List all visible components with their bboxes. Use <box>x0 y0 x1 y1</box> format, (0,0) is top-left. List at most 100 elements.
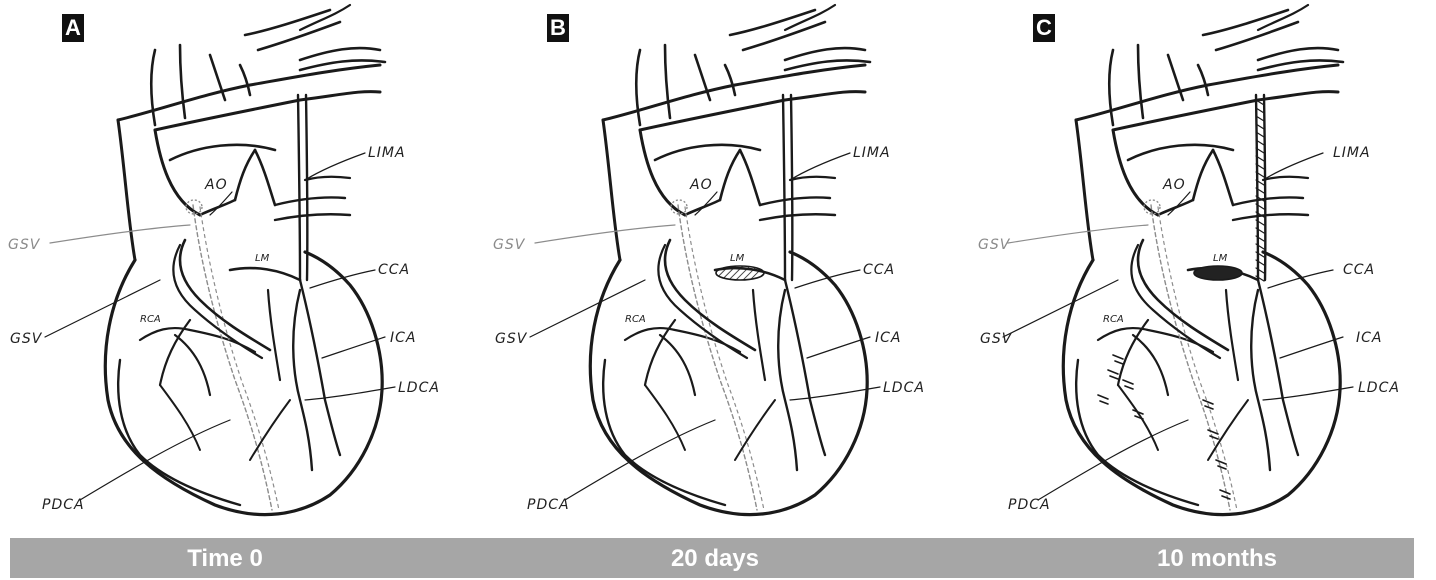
aorta-left-wall <box>1076 120 1093 260</box>
pulm-artery-r3 <box>790 177 835 180</box>
pulm-artery-r2 <box>760 214 835 220</box>
ica-leader <box>807 337 870 358</box>
pulmonary-top <box>300 48 380 60</box>
rca-branch-2 <box>175 335 210 395</box>
label-cca: CCA <box>378 262 410 278</box>
ica-leader <box>1280 337 1343 358</box>
lima-graft-edge <box>791 95 792 280</box>
lima-graft-edge <box>1264 95 1265 280</box>
pulm-artery-r2 <box>1233 214 1308 220</box>
label-ao: AO <box>1163 177 1186 193</box>
pulm-artery-r1 <box>760 197 830 205</box>
lm-stent-icon <box>716 266 764 280</box>
diagonal-branch <box>1226 290 1238 380</box>
carotid-right <box>240 65 250 95</box>
heart-inner-left <box>118 360 240 505</box>
label-cca: CCA <box>1343 262 1375 278</box>
pulm-trunk-right <box>255 150 275 205</box>
label-ldca: LDCA <box>883 380 925 396</box>
subclavian-mid <box>743 22 825 50</box>
aorta-inner-wall <box>640 130 685 215</box>
pulm-artery-r2 <box>275 214 350 220</box>
pdca-leader <box>80 420 230 500</box>
pulm-artery-r3 <box>305 177 350 180</box>
heart-inner-left <box>1076 360 1198 505</box>
label-ao: AO <box>205 177 228 193</box>
label-lima: LIMA <box>368 145 406 161</box>
atrial-border <box>140 328 255 352</box>
rca-vessel-inner <box>173 245 262 358</box>
label-gsv-graft: GSV <box>978 237 1010 253</box>
carotid-right <box>725 65 735 95</box>
carotid-right <box>1198 65 1208 95</box>
lima-graft-edge <box>306 95 307 280</box>
gsv-vessel-leader <box>530 280 645 337</box>
rca-branch-3 <box>645 385 685 450</box>
label-pdca: PDCA <box>527 497 570 513</box>
rca-vessel-inner <box>1131 245 1220 358</box>
label-gsv-graft: GSV <box>8 237 40 253</box>
rca-branch-2 <box>660 335 695 395</box>
label-ica: ICA <box>875 330 901 346</box>
heart-outline <box>590 252 867 515</box>
label-lm: LM <box>1213 253 1227 264</box>
timepoint-label: Time 0 <box>10 538 440 578</box>
aortic-arch-bottom <box>1113 92 1338 130</box>
brachiocephalic-right <box>180 45 185 118</box>
aorta-left-wall <box>603 120 620 260</box>
label-gsv-vessel: GSV <box>495 331 527 347</box>
label-rca: RCA <box>625 314 646 325</box>
label-lm: LM <box>255 253 269 264</box>
label-rca: RCA <box>1103 314 1124 325</box>
label-lima: LIMA <box>1333 145 1371 161</box>
brachiocephalic-right <box>1138 45 1143 118</box>
label-gsv-vessel: GSV <box>980 331 1012 347</box>
label-ao: AO <box>690 177 713 193</box>
myocardial-lesion-mark <box>1123 380 1133 389</box>
atrial-border <box>625 328 740 352</box>
pdca-leader <box>565 420 715 500</box>
subclavian-mid <box>1216 22 1298 50</box>
pdca-leader <box>1038 420 1188 500</box>
heart-inner-left <box>603 360 725 505</box>
gsv-graft-leader <box>50 225 190 243</box>
timepoint-label: 10 months <box>1020 538 1414 578</box>
gsv-graft-edge <box>685 207 764 510</box>
timeline-bar: Time 0 20 days 10 months <box>10 538 1414 578</box>
pulm-trunk-right <box>1213 150 1233 205</box>
brachiocephalic-left <box>151 50 155 125</box>
panel-c: C AO LIMA GSV LM CCA GSV RCA ICA LDCA PD… <box>958 0 1436 530</box>
aorta-inner-wall <box>155 130 200 215</box>
pulmonary-top <box>1258 48 1338 60</box>
label-ica: ICA <box>390 330 416 346</box>
atrial-border <box>1098 328 1213 352</box>
subclavian-mid <box>258 22 340 50</box>
pulm-artery-r1 <box>1233 197 1303 205</box>
panel-a: A AO LIMA GSV LM CCA GSV RCA ICA LDCA PD… <box>0 0 478 530</box>
aorta-left-wall <box>118 120 135 260</box>
label-cca: CCA <box>863 262 895 278</box>
label-ldca: LDCA <box>1358 380 1400 396</box>
label-lm: LM <box>730 253 744 264</box>
brachiocephalic-right <box>665 45 670 118</box>
lm-vessel <box>230 268 300 280</box>
label-pdca: PDCA <box>42 497 85 513</box>
myocardial-lesion-mark <box>1108 370 1118 379</box>
aortic-arch-bottom <box>155 92 380 130</box>
lm-stent-icon <box>1194 266 1242 280</box>
myocardial-lesion-mark <box>1098 395 1108 404</box>
pulm-trunk-right <box>740 150 760 205</box>
rca-branch-3 <box>160 385 200 450</box>
heart-outline <box>1063 252 1340 515</box>
lima-graft <box>298 95 300 280</box>
myocardial-lesion-mark <box>1113 355 1123 364</box>
pulmonary-top <box>785 48 865 60</box>
panel-b: B AO LIMA GSV LM CCA GSV RCA ICA LDCA PD… <box>485 0 963 530</box>
aorta-right-wall <box>720 150 740 200</box>
label-pdca: PDCA <box>1008 497 1051 513</box>
label-gsv-graft: GSV <box>493 237 525 253</box>
aorta-inner-wall <box>1113 130 1158 215</box>
diagonal-branch <box>753 290 765 380</box>
ldca-branch <box>1208 400 1248 460</box>
aortic-arch-bottom <box>640 92 865 130</box>
